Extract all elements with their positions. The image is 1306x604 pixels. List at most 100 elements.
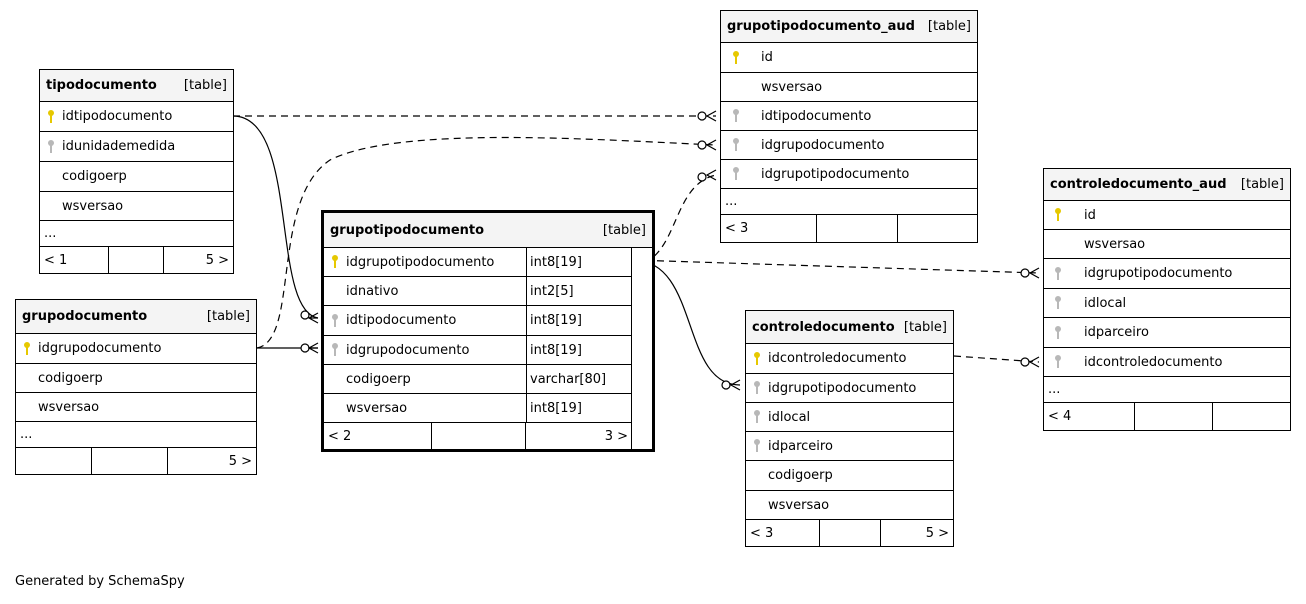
crowfoot-marker xyxy=(1028,356,1040,368)
column-row[interactable]: codigoerp xyxy=(40,162,233,192)
column-type: int8[19] xyxy=(526,394,632,422)
column-row[interactable]: codigoerp xyxy=(746,461,953,491)
column-name: wsversao xyxy=(761,79,823,95)
table-name: tipodocumento xyxy=(46,78,157,93)
table-name: controledocumento_aud xyxy=(1050,177,1227,192)
parents-count[interactable]: < 1 xyxy=(40,247,109,273)
foreign-key-icon xyxy=(1054,266,1062,281)
column-name: wsversao xyxy=(38,399,100,415)
table-grupotipodocumento[interactable]: grupotipodocumento [table] idgrupotipodo… xyxy=(321,210,655,452)
table-grupotipodocumento-aud[interactable]: grupotipodocumento_aud [table] id wsvers… xyxy=(720,10,978,243)
foreign-key-icon xyxy=(753,410,761,424)
focus-side-bar xyxy=(631,248,652,449)
zero-marker xyxy=(697,140,707,150)
table-grupodocumento[interactable]: grupodocumento [table] idgrupodocumento … xyxy=(15,299,257,475)
foreign-key-icon xyxy=(732,138,740,152)
column-name: idtipodocumento xyxy=(761,108,872,124)
table-kind: [table] xyxy=(206,309,250,324)
rel-tipodocumento-grupotipodocumento xyxy=(232,115,319,319)
primary-key-icon xyxy=(47,109,55,124)
column-row[interactable]: idtipodocumento xyxy=(721,102,977,131)
rel-grupodocumento-grupotipodocumento-aud xyxy=(256,136,717,349)
column-row[interactable]: wsversao xyxy=(40,192,233,221)
column-row[interactable]: codigoerp varchar[80] xyxy=(324,365,632,394)
table-tipodocumento[interactable]: tipodocumento [table] idtipodocumento id… xyxy=(39,69,234,274)
column-name: idcontroledocumento xyxy=(1084,354,1223,370)
column-row[interactable]: idgrupotipodocumento xyxy=(721,160,977,189)
foreign-key-icon xyxy=(47,139,55,154)
column-row[interactable]: idgrupodocumento xyxy=(16,334,256,364)
column-name: codigoerp xyxy=(62,169,127,184)
table-header: tipodocumento [table] xyxy=(40,70,233,102)
column-row[interactable]: idparceiro xyxy=(746,432,953,461)
column-type: int2[5] xyxy=(526,277,632,305)
zero-marker xyxy=(1020,357,1030,367)
crowfoot-marker xyxy=(705,110,717,122)
column-row[interactable]: idparceiro xyxy=(1044,318,1290,348)
zero-marker xyxy=(300,310,310,320)
table-controledocumento-aud[interactable]: controledocumento_aud [table] id wsversa… xyxy=(1043,168,1291,431)
column-row[interactable]: wsversao xyxy=(16,393,256,422)
table-header: grupodocumento [table] xyxy=(16,300,256,334)
table-header: grupotipodocumento_aud [table] xyxy=(721,11,977,43)
column-row[interactable]: id xyxy=(1044,201,1290,230)
column-row[interactable]: wsversao xyxy=(721,73,977,102)
parents-count[interactable] xyxy=(16,448,92,474)
table-name: controledocumento xyxy=(752,319,895,335)
foreign-key-icon xyxy=(753,381,761,395)
parents-count[interactable]: < 3 xyxy=(746,520,820,546)
column-name: idnativo xyxy=(346,283,399,299)
column-name: idgrupodocumento xyxy=(761,137,885,153)
crowfoot-marker xyxy=(729,379,741,391)
columns-count xyxy=(109,247,164,273)
column-name: idlocal xyxy=(1084,295,1127,311)
table-controledocumento[interactable]: controledocumento [table] idcontroledocu… xyxy=(745,310,954,547)
column-row[interactable]: idgrupodocumento xyxy=(721,131,977,160)
table-footer: < 3 xyxy=(721,215,977,242)
column-row[interactable]: idtipodocumento xyxy=(40,102,233,132)
column-name: codigoerp xyxy=(38,370,103,386)
columns-count xyxy=(432,423,526,449)
table-kind: [table] xyxy=(183,78,227,93)
parents-count[interactable]: < 3 xyxy=(721,215,817,242)
column-row[interactable]: idunidademedida xyxy=(40,132,233,162)
column-row[interactable]: idgrupotipodocumento int8[19] xyxy=(324,248,632,277)
column-row[interactable]: codigoerp xyxy=(16,364,256,393)
column-row[interactable]: wsversao xyxy=(1044,230,1290,259)
children-count[interactable]: 5 > xyxy=(925,525,949,541)
children-count[interactable]: 3 > xyxy=(604,428,628,444)
table-kind: [table] xyxy=(602,222,646,238)
children-count[interactable]: 5 > xyxy=(205,252,229,268)
column-row[interactable]: idcontroledocumento xyxy=(1044,348,1290,377)
column-row[interactable]: idtipodocumento int8[19] xyxy=(324,306,632,336)
column-row[interactable]: idlocal xyxy=(746,403,953,432)
foreign-key-icon xyxy=(732,167,740,181)
foreign-key-icon xyxy=(331,313,339,328)
parents-count[interactable]: < 2 xyxy=(324,423,432,449)
column-name: wsversao xyxy=(62,198,124,214)
columns-count xyxy=(820,520,881,546)
table-kind: [table] xyxy=(1240,177,1284,192)
more-columns: ... xyxy=(721,189,977,215)
more-columns: ... xyxy=(40,221,233,247)
column-row[interactable]: idnativo int2[5] xyxy=(324,277,632,306)
column-row[interactable]: id xyxy=(721,43,977,73)
foreign-key-icon xyxy=(753,439,761,453)
table-footer: < 4 xyxy=(1044,403,1290,430)
crowfoot-marker xyxy=(1028,267,1040,279)
table-kind: [table] xyxy=(927,19,971,34)
column-row[interactable]: idgrupodocumento int8[19] xyxy=(324,336,632,365)
children-count[interactable]: 5 > xyxy=(228,453,252,469)
column-row[interactable]: idgrupotipodocumento xyxy=(1044,259,1290,289)
column-row[interactable]: idgrupotipodocumento xyxy=(746,374,953,403)
rel-grupotipodocumento-controledocumento-aud xyxy=(632,259,1040,274)
column-type: int8[19] xyxy=(526,306,632,335)
primary-key-icon xyxy=(1054,208,1062,222)
column-row[interactable]: idcontroledocumento xyxy=(746,344,953,374)
column-row[interactable]: wsversao int8[19] xyxy=(324,394,632,423)
table-footer: < 1 5 > xyxy=(40,247,233,273)
parents-count[interactable]: < 4 xyxy=(1044,403,1135,430)
column-row[interactable]: idlocal xyxy=(1044,289,1290,318)
column-name: idgrupotipodocumento xyxy=(1084,266,1233,281)
column-row[interactable]: wsversao xyxy=(746,491,953,520)
